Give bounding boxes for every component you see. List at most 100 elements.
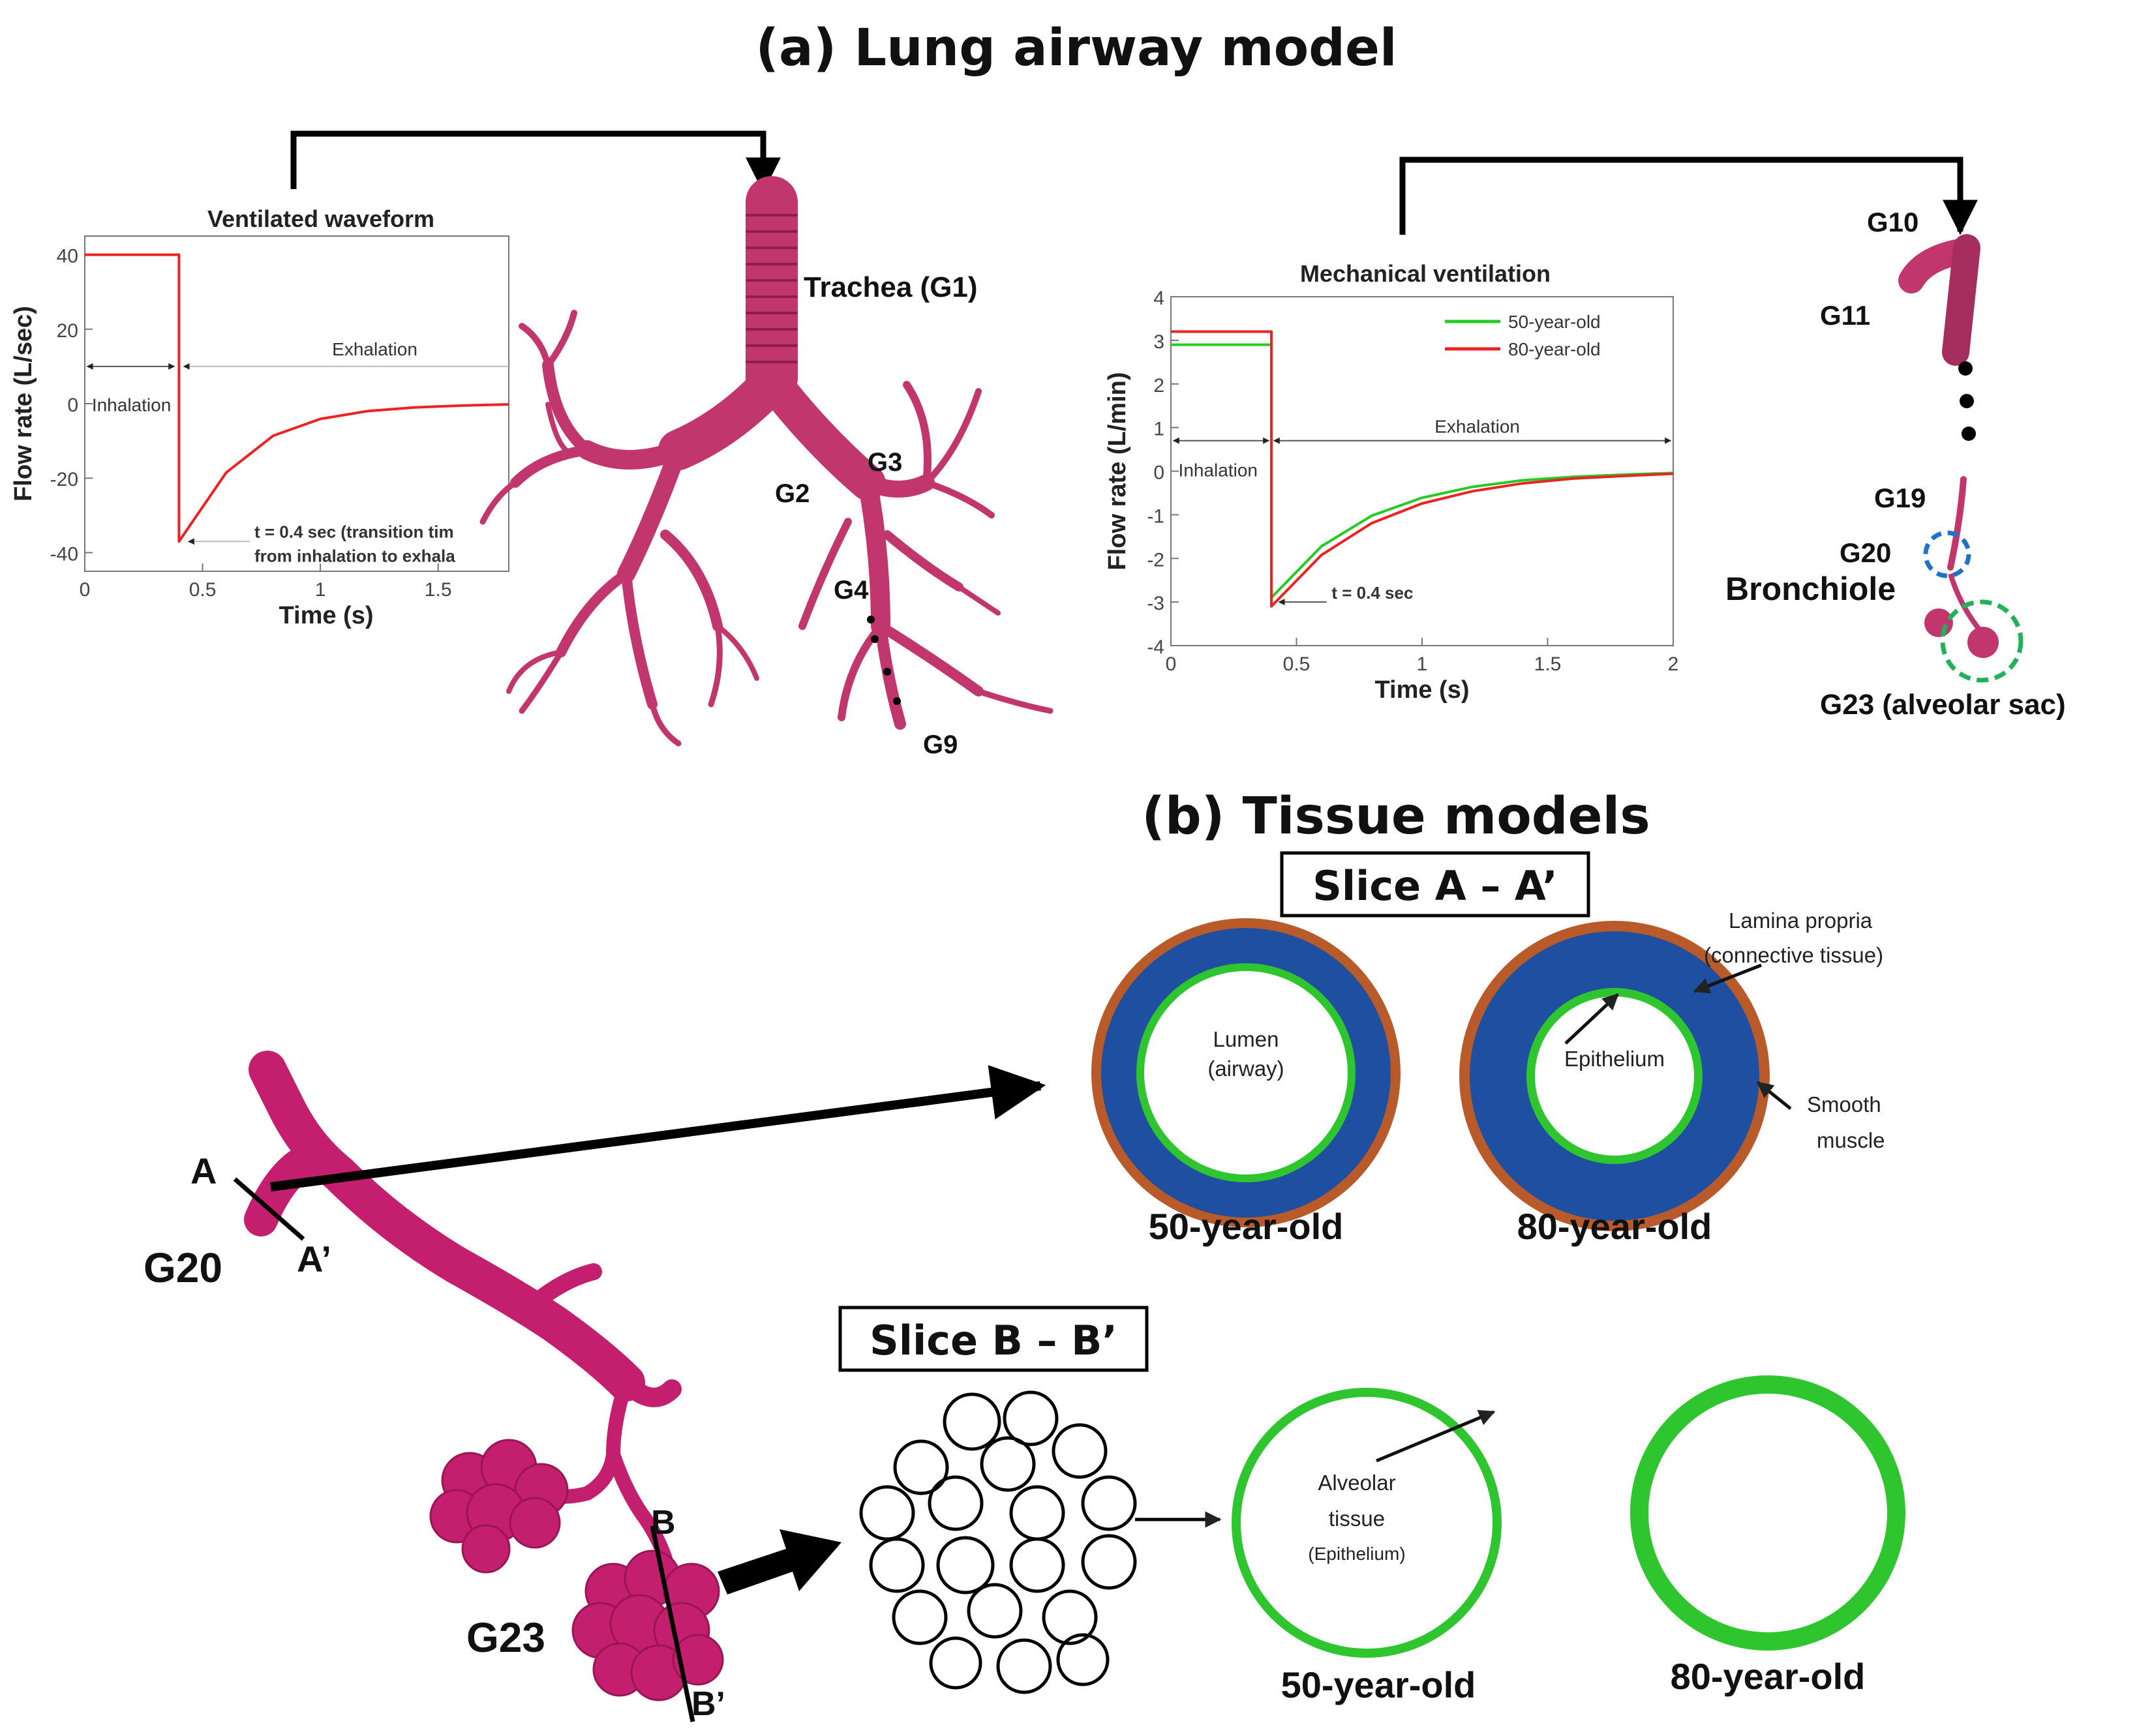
- g11-g19-dots: [1960, 394, 1974, 408]
- lung-airway-tree: [479, 176, 1053, 747]
- x-tick-label: 1.5: [1534, 653, 1562, 675]
- label-b: B: [651, 1504, 676, 1542]
- x-axis-label: Time (s): [279, 602, 373, 629]
- label-g23-tissue: G23: [466, 1614, 545, 1661]
- slice-b-80-year-old-ring: [1630, 1375, 1905, 1651]
- y-tick-label: 3: [1153, 331, 1164, 353]
- transition-label-1: t = 0.4 sec (transition tim: [254, 522, 454, 542]
- label-g9: G9: [923, 730, 958, 759]
- lumen-sub-label: (airway): [1207, 1056, 1284, 1081]
- label-trachea: Trachea (G1): [804, 271, 978, 303]
- transition-label: t = 0.4 sec: [1331, 583, 1413, 603]
- slice-a-50-year-old: [1091, 918, 1401, 1227]
- slice-a-arrow: [270, 1065, 1046, 1191]
- alveolar-sac-small: [1924, 608, 1953, 637]
- series-line-flow: [85, 253, 509, 543]
- alveolar-label-1: Alveolar: [1318, 1471, 1395, 1495]
- y-tick-label: 20: [57, 320, 78, 342]
- alveolar-label-3: (Epithelium): [1308, 1544, 1405, 1564]
- epithelium-label: Epithelium: [1564, 1047, 1665, 1071]
- lamina-pointer: [1693, 963, 1762, 994]
- label-g20: G20: [1840, 537, 1891, 568]
- bronchiole-blue-circle: [1923, 530, 1971, 578]
- label-g4: G4: [834, 576, 869, 605]
- alveolar-label-2: tissue: [1329, 1506, 1385, 1531]
- y-tick-label: -1: [1147, 505, 1164, 527]
- lamina-label-1: Lamina propria: [1729, 908, 1873, 933]
- label-g10: G10: [1867, 207, 1918, 237]
- smooth-muscle-label-1: Smooth: [1807, 1092, 1881, 1116]
- title-part-a: (a) Lung airway model: [755, 19, 1397, 78]
- y-tick-label: -40: [50, 543, 78, 565]
- alveolar-sac-green-circle: [1940, 599, 2023, 683]
- exhalation-label: Exhalation: [332, 339, 417, 359]
- alveolar-cluster-small: [429, 1439, 569, 1574]
- alveolar-sac-small: [1967, 627, 1999, 658]
- left-main-bronchus: [658, 371, 783, 470]
- y-axis-label: Flow rate (L/min): [1104, 372, 1131, 571]
- age-label-b-80: 80-year-old: [1671, 1656, 1866, 1697]
- waveform-to-trachea-arrow: [290, 130, 781, 193]
- distal-airway-column: [1898, 234, 1980, 571]
- x-tick-label: 0: [1166, 653, 1177, 675]
- x-tick-label: 1: [1417, 653, 1428, 675]
- inhalation-label: Inhalation: [1179, 460, 1258, 481]
- x-tick-label: 0: [80, 579, 91, 601]
- inhalation-label: Inhalation: [92, 395, 171, 415]
- chart-title: Mechanical ventilation: [1300, 260, 1551, 287]
- slice-b-arrow: [718, 1529, 841, 1594]
- x-tick-label: 2: [1668, 653, 1679, 675]
- x-tick-label: 1: [315, 579, 326, 601]
- right-main-bronchus: [762, 373, 886, 501]
- label-g3: G3: [868, 448, 902, 477]
- age-label-a-50: 50-year-old: [1149, 1206, 1344, 1247]
- trachea-rings: [746, 214, 798, 363]
- x-tick-label: 0.5: [1283, 653, 1311, 675]
- series-line-80-year-old: [1171, 330, 1674, 608]
- lamina-label-2: (connective tissue): [1704, 943, 1883, 967]
- smooth-muscle-pointer: [1757, 1081, 1792, 1110]
- y-tick-label: 4: [1153, 288, 1164, 309]
- y-tick-label: -4: [1147, 636, 1164, 658]
- label-g11: G11: [1820, 300, 1870, 331]
- label-g20-tissue: G20: [144, 1244, 222, 1291]
- slice-a-box: [1280, 851, 1590, 918]
- y-tick-label: 0: [67, 395, 78, 416]
- slice-b-50-year-old-ring: [1232, 1388, 1502, 1658]
- exhalation-label: Exhalation: [1434, 417, 1520, 437]
- x-axis-label: Time (s): [1374, 676, 1469, 704]
- y-tick-label: 2: [1153, 375, 1164, 397]
- g11-g19-dots: [1962, 427, 1976, 441]
- g11-g19-dots: [1958, 361, 1973, 376]
- slice-b-box: [838, 1306, 1149, 1372]
- y-tick-label: -3: [1147, 593, 1164, 614]
- section-line-a: [233, 1177, 305, 1241]
- y-tick-label: 0: [1153, 462, 1164, 484]
- section-line-b: [650, 1525, 695, 1722]
- legend-label: 80-year-old: [1508, 339, 1601, 359]
- chart-title: Ventilated waveform: [207, 205, 434, 232]
- age-label-b-50: 50-year-old: [1281, 1664, 1476, 1705]
- title-part-b: (b) Tissue models: [1142, 787, 1650, 846]
- epithelium-pointer: [1564, 993, 1619, 1045]
- y-tick-label: -20: [50, 469, 78, 490]
- legend-label: 50-year-old: [1508, 312, 1601, 332]
- y-tick-label: -2: [1147, 549, 1164, 571]
- x-tick-label: 1.5: [425, 579, 452, 601]
- y-axis-label: Flow rate (L/sec): [10, 306, 37, 501]
- alveoli-cross-section: [859, 1390, 1137, 1694]
- transition-label-2: from inhalation to exhala: [254, 546, 455, 566]
- y-tick-label: 40: [57, 246, 78, 267]
- g4-g9-dots: [867, 616, 875, 623]
- alveolar-pointer: [1376, 1410, 1496, 1463]
- age-label-a-80: 80-year-old: [1517, 1206, 1712, 1247]
- g4-g9-dots: [883, 668, 891, 676]
- label-g19: G19: [1874, 483, 1926, 513]
- label-a-prime: A’: [297, 1238, 331, 1280]
- label-g23-alveolar-sac: G23 (alveolar sac): [1820, 689, 2066, 721]
- label-g2: G2: [775, 479, 810, 508]
- lumen-label: Lumen: [1213, 1027, 1279, 1051]
- slice-a-80-year-old: [1459, 921, 1770, 1231]
